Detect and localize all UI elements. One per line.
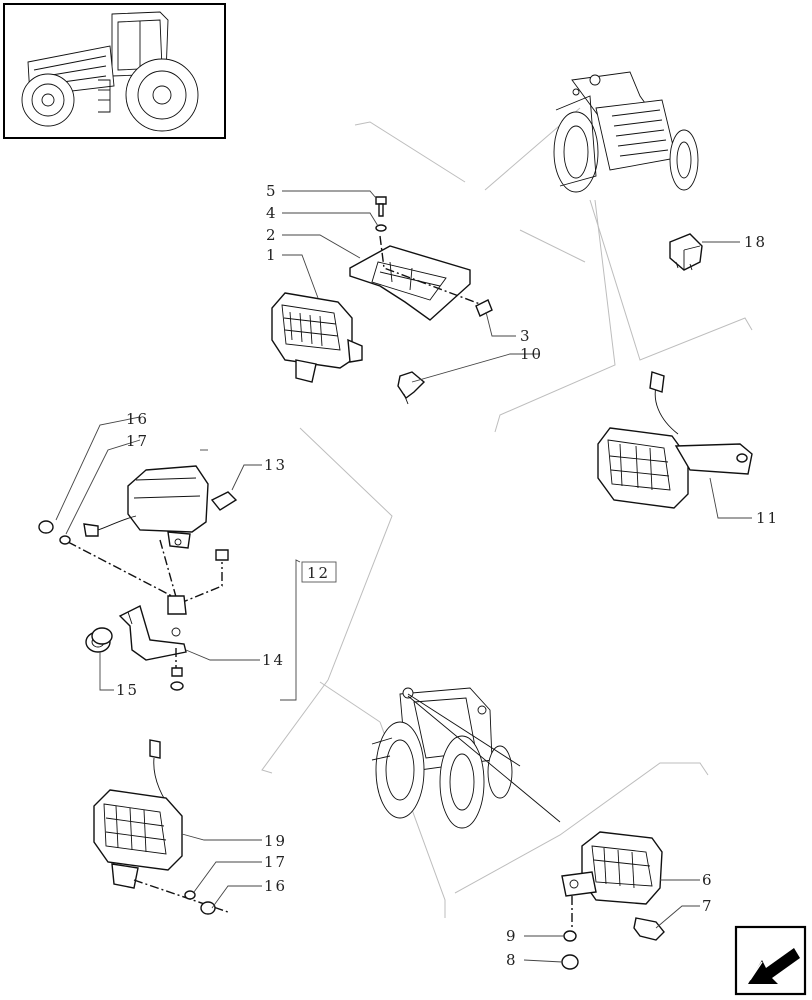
callout-11: 11 <box>756 509 779 527</box>
bolt-5 <box>375 196 387 217</box>
bolt-3 <box>475 299 493 317</box>
washer-17a <box>59 535 71 545</box>
callout-4: 4 <box>266 204 278 222</box>
callout-labels: 5 4 2 1 3 10 18 11 16 17 13 12 14 15 19 … <box>116 182 779 969</box>
work-light-6 <box>561 831 663 930</box>
callout-18: 18 <box>744 233 767 251</box>
callout-10: 10 <box>520 345 543 363</box>
relay-18 <box>669 233 703 271</box>
callout-1: 1 <box>266 246 278 264</box>
mounting-bracket-2 <box>349 235 481 321</box>
callout-6: 6 <box>702 871 714 889</box>
callout-8: 8 <box>506 951 518 969</box>
callout-12-box <box>301 561 337 583</box>
washer-17b <box>184 890 196 900</box>
callout-9: 9 <box>506 927 518 945</box>
reference-lines <box>261 107 753 918</box>
tractor-front-illustration <box>553 71 699 193</box>
work-light-19 <box>93 739 229 913</box>
callout-12: 12 <box>307 564 330 582</box>
leader-lines <box>55 190 752 963</box>
callout-14: 14 <box>262 651 285 669</box>
bulb-10 <box>397 371 426 405</box>
work-light-11 <box>597 371 753 509</box>
work-light-12-assembly <box>67 465 238 691</box>
tractor-rear-illustration <box>371 687 561 829</box>
nut-16b <box>200 901 216 915</box>
callout-19: 19 <box>264 832 287 850</box>
callout-3: 3 <box>520 327 532 345</box>
bulb-7 <box>633 917 665 941</box>
work-light-1 <box>271 292 363 383</box>
next-page-arrow-icon[interactable] <box>734 925 807 996</box>
callout-16b: 16 <box>264 877 287 895</box>
tractor-thumbnail-icon[interactable] <box>3 3 226 139</box>
nut-8 <box>561 954 579 970</box>
callout-16a: 16 <box>126 410 149 428</box>
callout-17b: 17 <box>264 853 287 871</box>
callout-5: 5 <box>266 182 278 200</box>
callout-13: 13 <box>264 456 287 474</box>
callout-17a: 17 <box>126 432 149 450</box>
washer-4 <box>375 224 387 232</box>
callout-2: 2 <box>266 226 278 244</box>
grommet-15 <box>85 627 113 653</box>
callout-15: 15 <box>116 681 139 699</box>
callout-7: 7 <box>702 897 714 915</box>
nut-16a <box>38 520 54 534</box>
washer-9 <box>563 930 577 942</box>
